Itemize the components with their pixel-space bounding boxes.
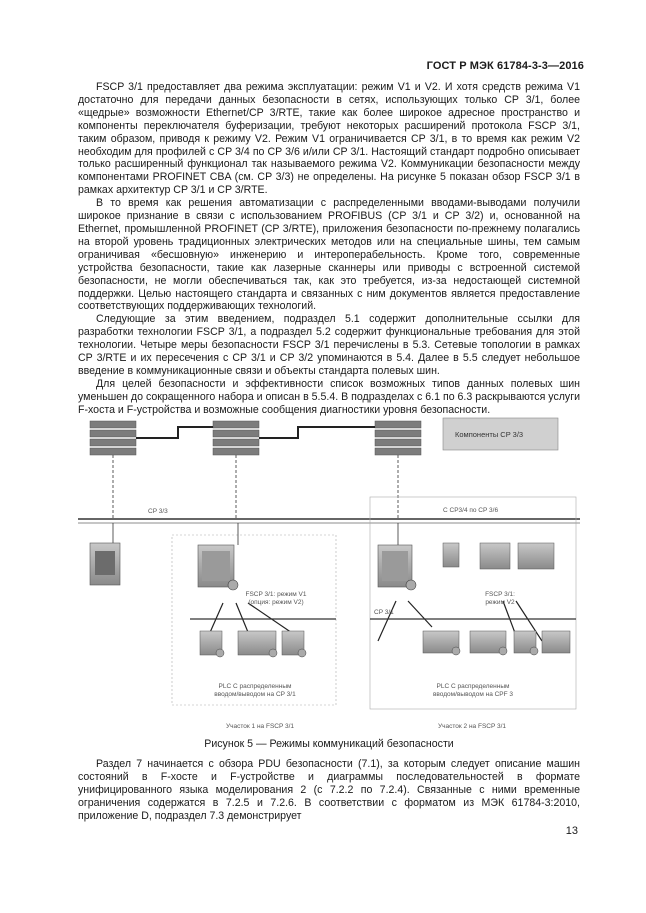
io-device-icon bbox=[199, 630, 223, 656]
bus-label-cp34-36: C CP3/4 по CP 3/6 bbox=[443, 507, 499, 514]
io-device-icon bbox=[281, 630, 305, 656]
bus-label-cp33: CP 3/3 bbox=[148, 508, 168, 515]
paragraph: Следующие за этим введением, подраздел 5… bbox=[78, 313, 580, 377]
section-1-box bbox=[171, 534, 337, 706]
paragraph: Для целей безопасности и эффективности с… bbox=[78, 377, 580, 416]
section-right-label: Участок 2 на FSCP 3/1 bbox=[438, 723, 507, 730]
safety-icon bbox=[227, 579, 239, 591]
io-device-icon bbox=[513, 630, 537, 654]
page-number: 13 bbox=[565, 825, 578, 837]
section-left-label: Участок 1 на FSCP 3/1 bbox=[226, 723, 295, 730]
io-device-icon bbox=[541, 630, 571, 654]
legend-box bbox=[442, 417, 559, 451]
switch-icon bbox=[442, 542, 460, 568]
document-header: ГОСТ Р МЭК 61784-3-3—2016 bbox=[426, 60, 584, 72]
body-text-bottom: Раздел 7 начинается с обзора PDU безопас… bbox=[78, 758, 580, 823]
paragraph: FSCP 3/1 предоставляет два режима эксплу… bbox=[78, 81, 580, 197]
cp33-component-1 bbox=[89, 420, 137, 456]
paragraph: В то время как решения автоматизации с р… bbox=[78, 197, 580, 313]
cp33-component-3 bbox=[374, 420, 422, 456]
figure-network-diagram: Компоненты CP 3/3 CP 3/3 C CP3/4 по CP 3… bbox=[78, 405, 580, 735]
mode-left-label: FSCP 3/1: режим V1(опция: режим V2) bbox=[245, 591, 307, 606]
mode-right-label: FSCP 3/1:режим V2 bbox=[485, 591, 515, 606]
network-diagram bbox=[78, 417, 580, 710]
bus-cp33 bbox=[78, 518, 580, 524]
io-device-icon bbox=[469, 630, 507, 654]
paragraph: Раздел 7 начинается с обзора PDU безопас… bbox=[78, 758, 580, 822]
bus-label-cp31: CP 3/1 bbox=[374, 609, 394, 616]
safety-icon bbox=[405, 579, 417, 591]
device-icon bbox=[517, 542, 555, 570]
cp33-links bbox=[136, 426, 375, 439]
device-icon bbox=[479, 542, 511, 570]
cp33-component-2 bbox=[212, 420, 260, 456]
legend-label: Компоненты CP 3/3 bbox=[455, 430, 524, 439]
figure-caption: Рисунок 5 — Режимы коммуникаций безопасн… bbox=[204, 738, 454, 750]
io-device-icon bbox=[422, 630, 460, 654]
body-text-top: FSCP 3/1 предоставляет два режима эксплу… bbox=[78, 81, 580, 417]
section-2-box bbox=[369, 496, 577, 710]
